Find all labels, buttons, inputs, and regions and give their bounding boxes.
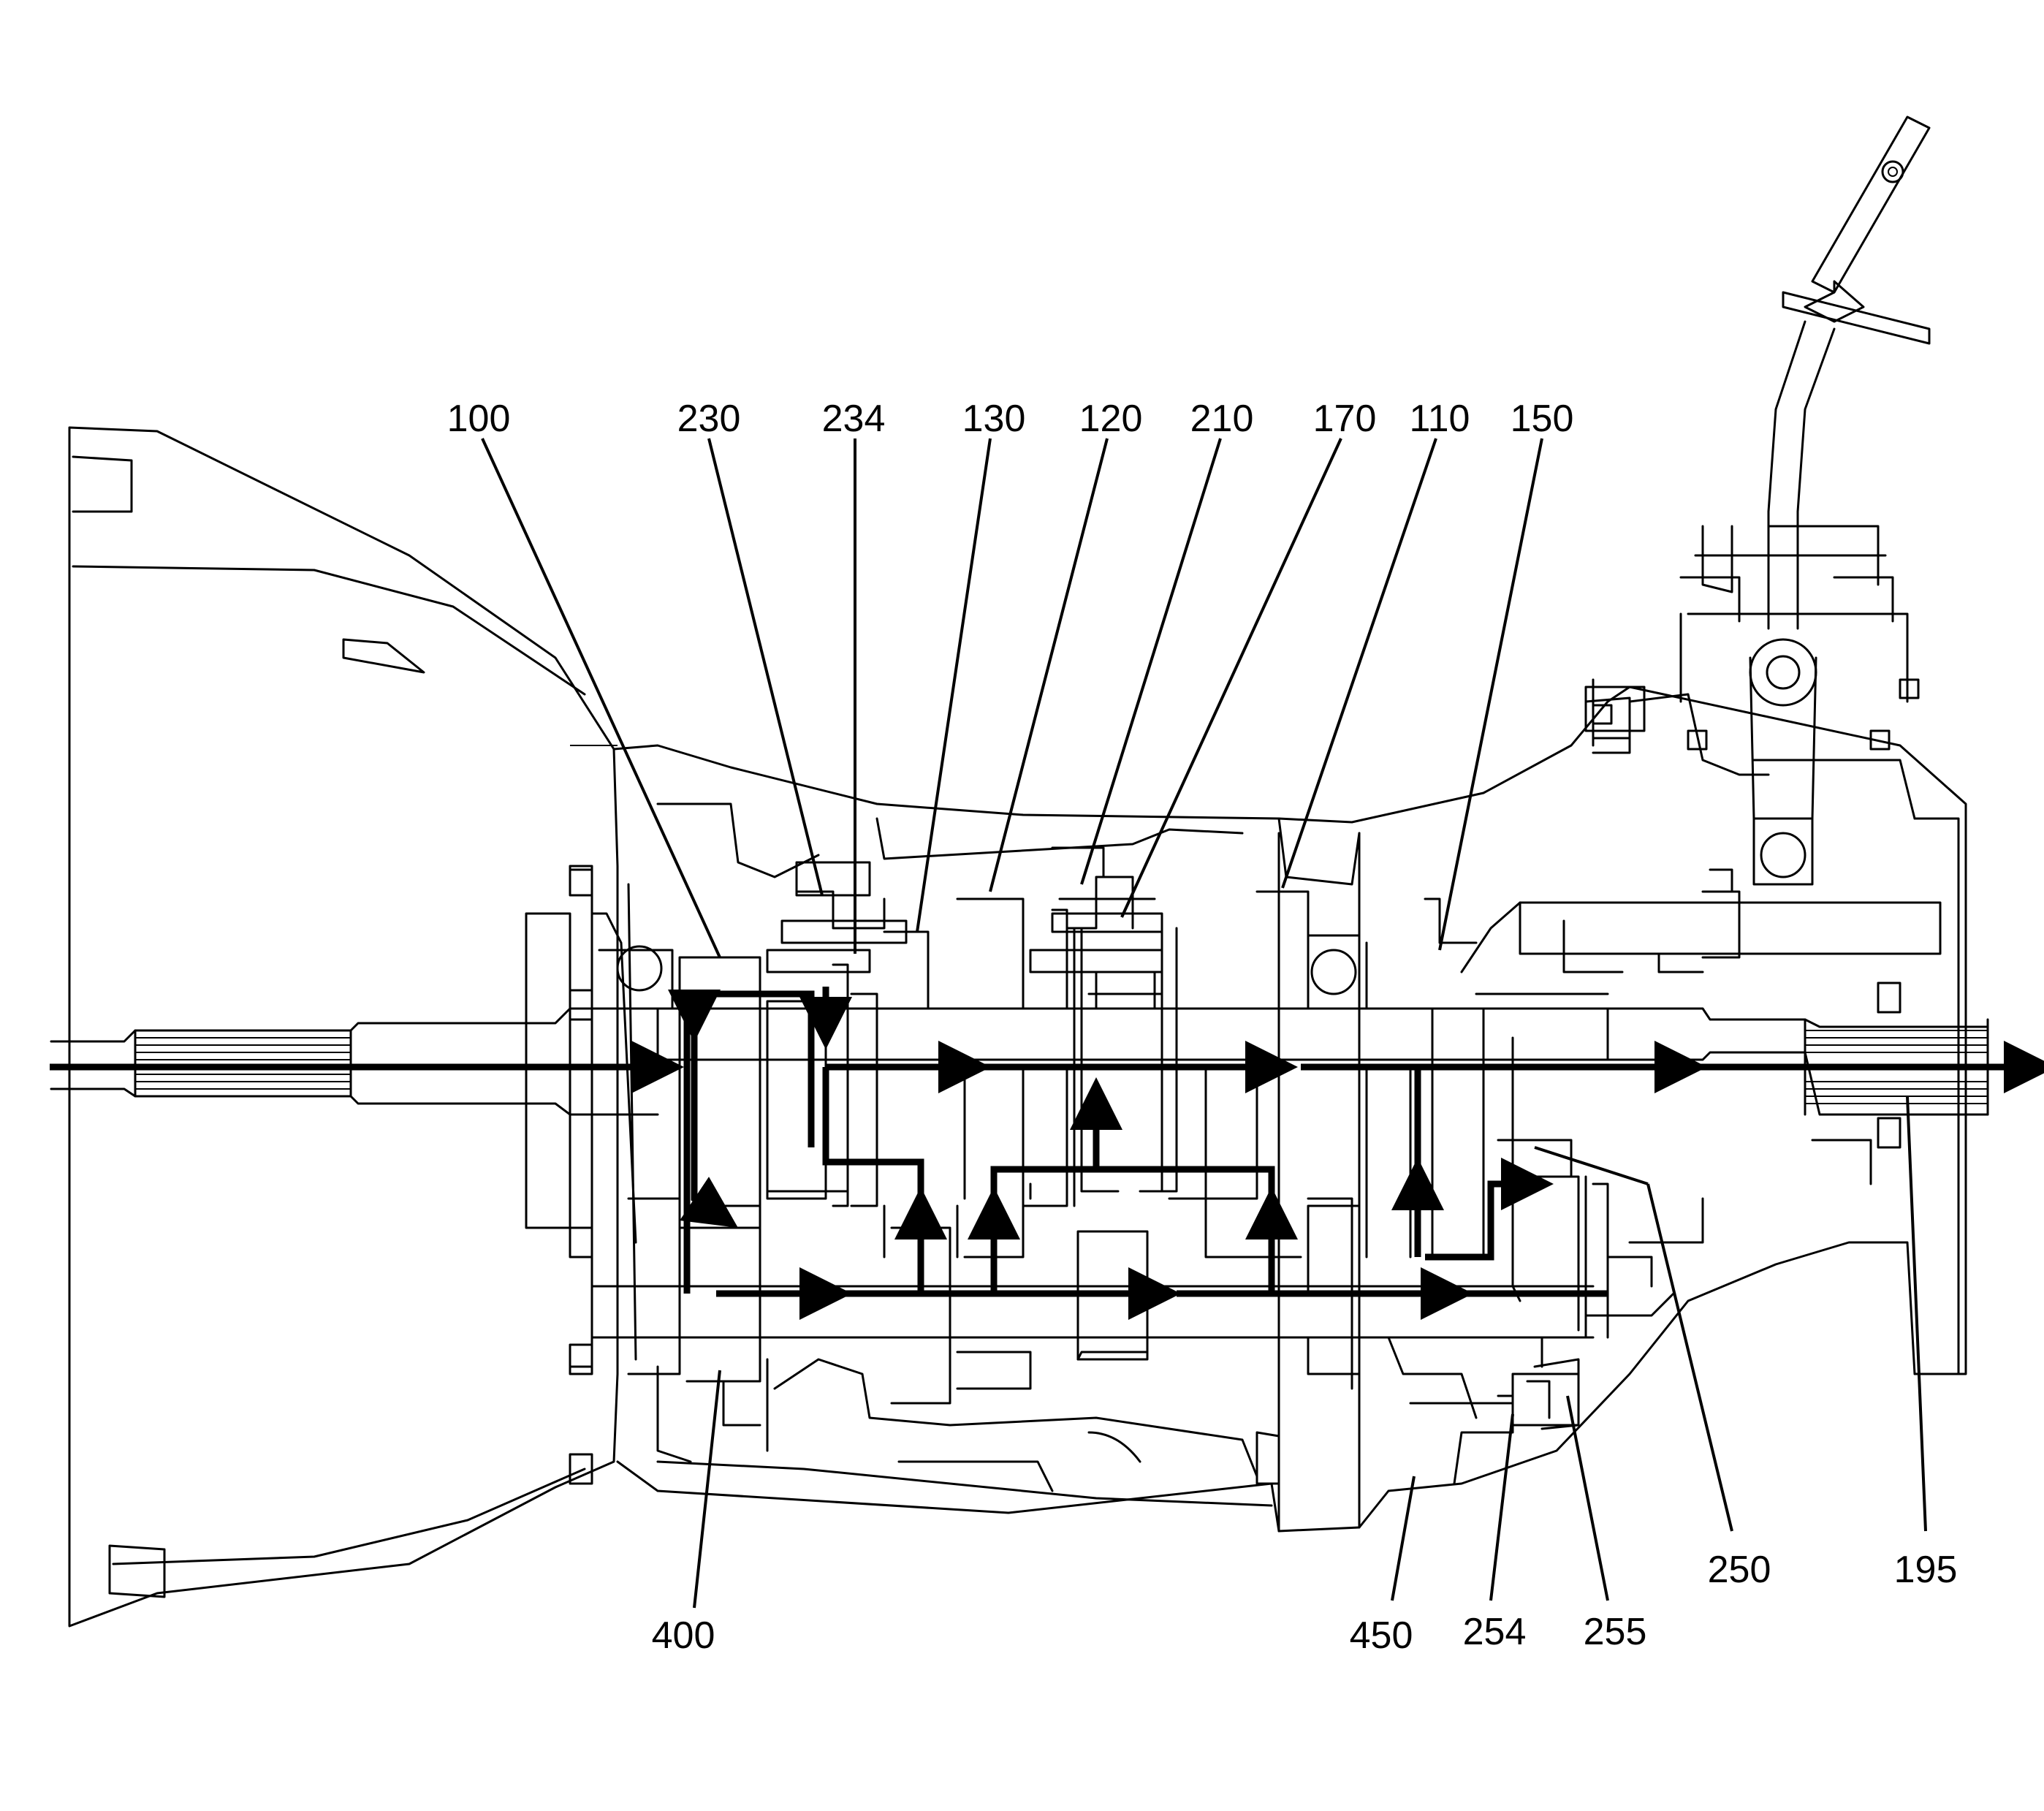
shift-rail — [1460, 868, 1942, 973]
callout-labels: 100 230 234 130 120 210 170 110 150 400 … — [447, 398, 1958, 1657]
main-case — [612, 686, 1967, 1533]
countershaft — [590, 1190, 1595, 1427]
callout-400: 400 — [652, 1614, 715, 1657]
input-shaft — [50, 865, 674, 1485]
callout-150: 150 — [1511, 398, 1574, 440]
callout-170: 170 — [1313, 398, 1377, 440]
callout-230: 230 — [677, 398, 741, 440]
power-flow-path — [50, 987, 2044, 1320]
callout-195: 195 — [1894, 1549, 1958, 1591]
callout-250: 250 — [1708, 1549, 1771, 1591]
callout-110: 110 — [1410, 398, 1470, 440]
callout-130: 130 — [962, 398, 1026, 440]
shift-lever-assembly — [1584, 115, 1931, 886]
synchronizers — [766, 846, 1163, 1010]
callout-255: 255 — [1584, 1611, 1647, 1653]
input-shaft-splines — [135, 1037, 351, 1090]
callout-120: 120 — [1079, 398, 1143, 440]
reverse-components — [1409, 1139, 1653, 1485]
extension-housing — [1533, 678, 1960, 1430]
callout-450: 450 — [1350, 1614, 1413, 1657]
callout-254: 254 — [1463, 1611, 1527, 1653]
callout-210: 210 — [1190, 398, 1254, 440]
bell-housing — [68, 426, 619, 1628]
leader-lines — [481, 438, 1927, 1609]
output-shaft-splines — [1805, 1030, 1988, 1104]
mainshaft-gears — [656, 890, 1609, 1405]
callout-234: 234 — [822, 398, 886, 440]
callout-100: 100 — [447, 398, 511, 440]
